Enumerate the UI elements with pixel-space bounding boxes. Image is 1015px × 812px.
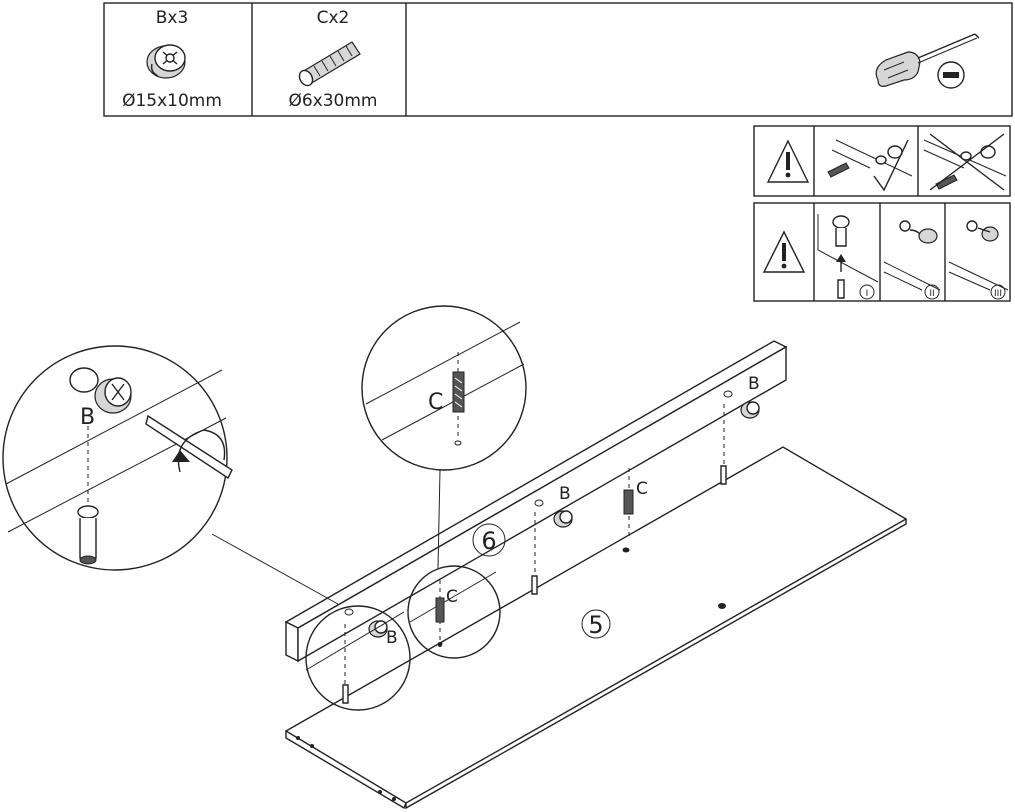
rotate-arrow-icon [172, 429, 226, 473]
screwdriver-blade-icon [145, 414, 233, 480]
cam-lock-b: B [723, 374, 760, 419]
panel-5: 5 [284, 446, 908, 810]
magnifier-dowel-large: C [361, 305, 527, 569]
panel-5-number: 5 [588, 611, 603, 639]
part-c-count: Cx2 [317, 8, 350, 28]
warning-triangle-icon [762, 230, 806, 273]
panel-6: 6 [284, 340, 788, 663]
magnifier-dowel-small: C [407, 565, 501, 659]
cam-pin [531, 575, 538, 595]
step-one-label: I [866, 289, 869, 299]
step-three-icon: III [948, 220, 1009, 300]
cam-pin-large [77, 505, 99, 565]
cam-lock-b: B [534, 484, 573, 528]
cam-label-b: B [386, 628, 398, 648]
dowel-label-c: C [636, 479, 648, 499]
cam-pin [342, 684, 349, 704]
warning-panel-bottom: I II III [753, 202, 1011, 302]
step-two-icon: II [883, 220, 941, 300]
cam-label-b: B [80, 405, 95, 430]
dowel-c: C [623, 479, 648, 515]
parts-table: Bx3 Ø15x10mm Cx2 Ø6x30mm [103, 2, 1013, 117]
step-one-icon: I [817, 214, 879, 300]
cam-label-b: B [748, 374, 760, 394]
step-three-label: III [994, 289, 1002, 299]
flathead-screwdriver-icon [875, 33, 980, 89]
part-c-size: Ø6x30mm [288, 91, 377, 111]
warning-triangle-icon [766, 139, 810, 183]
panel-6-number: 6 [481, 527, 496, 555]
cam-lock-icon [146, 44, 186, 79]
step-two-label: II [929, 289, 934, 299]
part-b-count: Bx3 [156, 8, 189, 28]
incorrect-dowel-insertion-icon [923, 133, 1007, 191]
magnifier-cam-large: B [2, 345, 339, 605]
cam-lock-large [69, 367, 132, 414]
magnifier-cam-small [305, 605, 411, 711]
cam-label-b: B [559, 484, 571, 504]
wooden-dowel-icon [298, 41, 361, 87]
correct-dowel-insertion-icon [827, 139, 913, 192]
dowel-label-c: C [428, 390, 443, 415]
cam-pin [720, 465, 727, 485]
warning-panel-top [753, 125, 1011, 197]
part-b-size: Ø15x10mm [122, 91, 222, 111]
dowel-label-c: C [446, 587, 458, 607]
